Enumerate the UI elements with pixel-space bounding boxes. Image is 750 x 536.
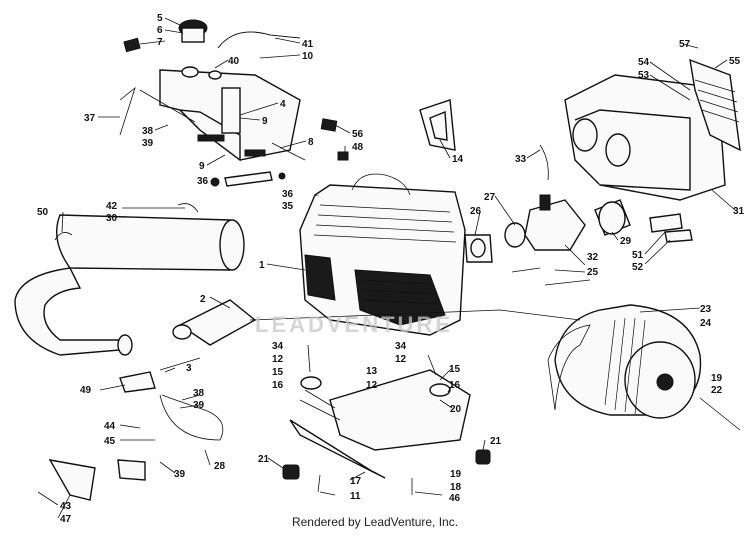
callout-12-right: 12 — [395, 354, 407, 365]
callout-38-upper: 38 — [142, 126, 154, 137]
callout-32: 32 — [587, 252, 599, 263]
air-silencer-assembly — [564, 58, 741, 243]
callout-55: 55 — [729, 56, 741, 67]
callout-7: 7 — [157, 37, 163, 48]
callout-36-left: 36 — [197, 176, 209, 187]
motor-mount-assembly — [282, 344, 491, 495]
callout-42: 42 — [106, 201, 118, 212]
callout-57: 57 — [679, 39, 691, 50]
callout-39-upper: 39 — [142, 138, 154, 149]
callout-19-lower: 19 — [450, 469, 462, 480]
callout-27: 27 — [484, 192, 496, 203]
callout-1: 1 — [259, 260, 265, 271]
callout-25: 25 — [587, 267, 599, 278]
callout-52: 52 — [632, 262, 644, 273]
callout-2: 2 — [200, 294, 206, 305]
callout-6: 6 — [157, 25, 163, 36]
callout-36-right: 36 — [282, 189, 294, 200]
callout-45: 45 — [104, 436, 116, 447]
callout-28: 28 — [214, 461, 226, 472]
callout-14: 14 — [452, 154, 464, 165]
callout-53: 53 — [638, 70, 650, 81]
callout-33: 33 — [515, 154, 527, 165]
callout-16-right: 16 — [449, 380, 461, 391]
callout-48: 48 — [352, 142, 364, 153]
callout-19-right: 19 — [711, 373, 723, 384]
callout-4: 4 — [280, 99, 286, 110]
callout-54: 54 — [638, 57, 650, 68]
callout-24: 24 — [700, 318, 712, 329]
callout-12-mid: 12 — [366, 380, 378, 391]
callout-23: 23 — [700, 304, 712, 315]
callout-50: 50 — [37, 207, 49, 218]
callout-31: 31 — [733, 206, 745, 217]
engine-block — [299, 99, 466, 336]
callout-49: 49 — [80, 385, 92, 396]
callout-46: 46 — [449, 493, 461, 504]
callout-37: 37 — [84, 113, 96, 124]
callout-12-left: 12 — [272, 354, 284, 365]
callout-34-left: 34 — [272, 341, 284, 352]
callout-22: 22 — [711, 385, 723, 396]
callout-39-lower: 39 — [193, 400, 205, 411]
callout-29: 29 — [620, 236, 632, 247]
callout-43: 43 — [60, 501, 72, 512]
callout-56: 56 — [352, 129, 364, 140]
attribution-caption: Rendered by LeadVenture, Inc. — [291, 515, 459, 529]
callout-labels: 5 6 7 40 41 10 4 9 37 38 39 9 8 56 48 14… — [37, 13, 745, 525]
callout-44: 44 — [104, 421, 116, 432]
callout-26: 26 — [470, 206, 482, 217]
callout-13: 13 — [366, 366, 378, 377]
callout-9-upper: 9 — [262, 116, 268, 127]
callout-30: 30 — [106, 213, 118, 224]
callout-40: 40 — [228, 56, 240, 67]
drive-clutch-assembly — [547, 304, 741, 431]
callout-5: 5 — [157, 13, 163, 24]
callout-15-left: 15 — [272, 367, 284, 378]
callout-11: 11 — [350, 491, 361, 502]
leader-lines — [37, 17, 736, 519]
callout-16-left: 16 — [272, 380, 284, 391]
callout-38-lower: 38 — [193, 388, 205, 399]
callout-39-bottom: 39 — [174, 469, 186, 480]
callout-10: 10 — [302, 51, 314, 62]
carburetor-assembly — [464, 144, 631, 286]
callout-3: 3 — [186, 363, 192, 374]
callout-21-left: 21 — [258, 454, 270, 465]
callout-35: 35 — [282, 201, 294, 212]
callout-9-lower: 9 — [199, 161, 205, 172]
callout-41: 41 — [302, 39, 314, 50]
callout-8: 8 — [308, 137, 314, 148]
callout-18: 18 — [450, 482, 462, 493]
exhaust-assembly — [14, 203, 257, 501]
callout-47: 47 — [60, 514, 72, 525]
callout-51: 51 — [632, 250, 644, 261]
watermark-text: LEADVENTURE — [255, 312, 454, 337]
fuel-tank-assembly — [119, 19, 306, 187]
callout-34-right: 34 — [395, 341, 407, 352]
callout-17: 17 — [350, 476, 362, 487]
callout-15-right: 15 — [449, 364, 461, 375]
callout-21-right: 21 — [490, 436, 502, 447]
callout-20: 20 — [450, 404, 462, 415]
